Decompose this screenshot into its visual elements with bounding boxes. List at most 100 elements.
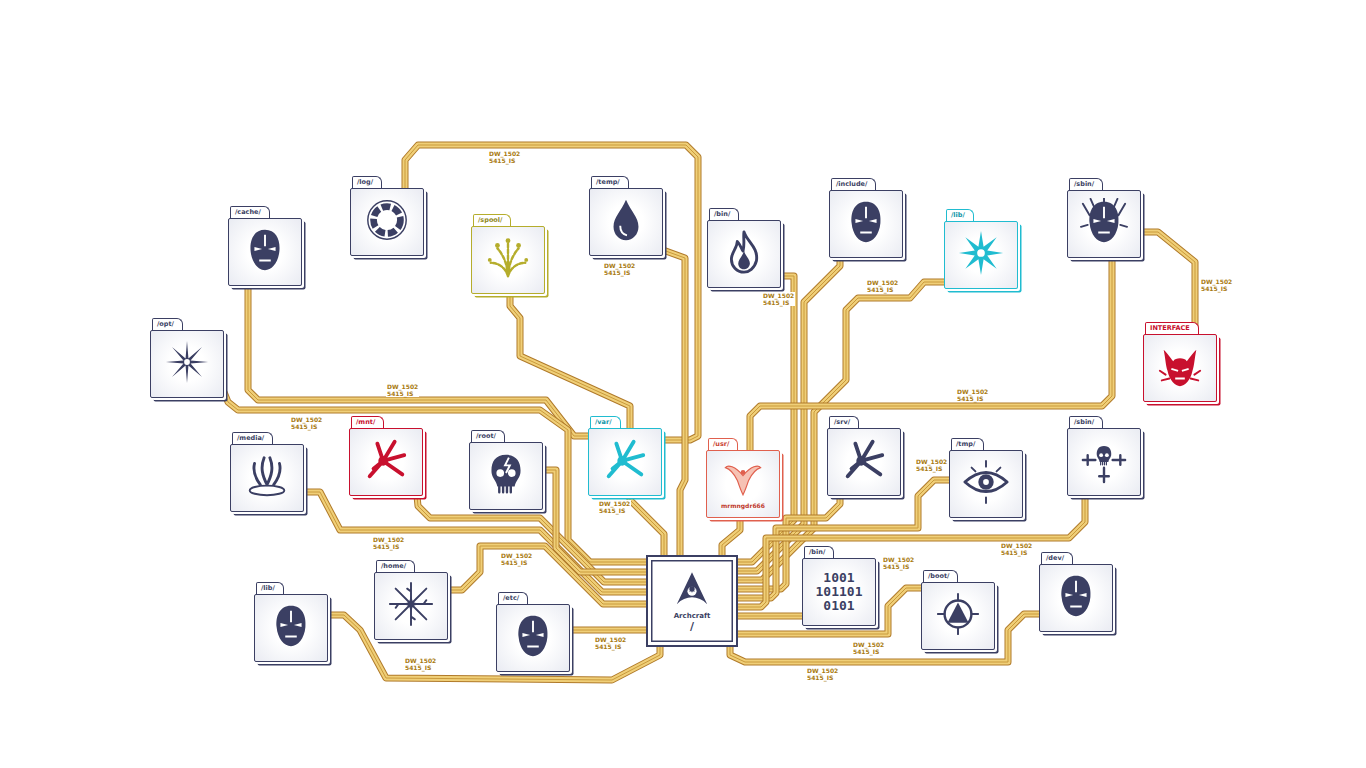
folder-icon-part [965, 472, 1007, 491]
arch-logo-part [677, 572, 707, 604]
folder-icon-part [738, 251, 750, 269]
folder-label: /opt/ [157, 320, 174, 328]
folder-icon [509, 612, 557, 664]
wire-label: DW_1502 5415_IS [1200, 278, 1233, 292]
folder-label: /mnt/ [356, 418, 375, 426]
folder-tab: /root/ [471, 430, 505, 442]
folder-tab: /lib/ [256, 582, 284, 594]
folder-icon-part [491, 244, 526, 277]
folder-body [707, 220, 781, 288]
wire-label: DW_1502 5415_IS [956, 388, 989, 402]
folder-label: /sbin/ [1074, 418, 1094, 426]
wire-strand [448, 546, 646, 604]
folder-icon-part [1097, 446, 1112, 462]
folder-label: /tmp/ [956, 440, 975, 448]
folder-node: /log/ [350, 176, 424, 256]
folder-node: /spool/ [471, 214, 545, 294]
folder-body [350, 188, 424, 256]
folder-icon-part [1093, 219, 1114, 223]
folder-icon-part [947, 602, 968, 622]
folder-icon-part [856, 456, 866, 466]
folder-tab: /var/ [590, 416, 621, 428]
folder-icon-part [1083, 455, 1125, 482]
folder-tab: /dev/ [1041, 552, 1073, 564]
folder-icon-part [938, 594, 978, 634]
folder-node: /opt/ [150, 318, 224, 398]
folder-body [230, 444, 304, 512]
wire-strand [405, 145, 698, 440]
folder-icon-part [254, 458, 280, 485]
folder-icon-part [374, 207, 401, 234]
wire-strand [750, 258, 1112, 450]
folder-node: /sbin/ [1067, 416, 1141, 496]
wire-strand [750, 258, 1112, 450]
wire-strand [750, 258, 1112, 450]
folder-label: /include/ [836, 180, 867, 188]
folder-body [254, 594, 328, 662]
folder-tab: /home/ [376, 560, 415, 572]
folder-label: /media/ [237, 434, 264, 442]
folder-body [1143, 334, 1217, 402]
folder-label: /var/ [595, 418, 612, 426]
folder-icon-part [254, 247, 275, 251]
folder-label: /etc/ [503, 594, 519, 602]
wire-strand [738, 614, 802, 619]
folder-icon-part [522, 633, 543, 637]
chip-path: / [690, 621, 694, 633]
folder-icon-part [609, 442, 644, 477]
folder-node: /lib/ [254, 582, 328, 662]
folder-icon-part [848, 442, 883, 477]
folder-icon-part [1105, 453, 1109, 457]
folder-body [471, 226, 545, 294]
folder-label: /dev/ [1046, 554, 1064, 562]
folder-icon-part [1081, 198, 1127, 227]
folder-body: 1001 101101 0101 [802, 558, 876, 626]
folder-body [588, 428, 662, 496]
folder-tab: /opt/ [152, 318, 183, 330]
folder-icon [1080, 198, 1128, 246]
wire-strand [630, 496, 664, 555]
wire-label: DW_1502 5415_IS [500, 552, 533, 566]
folder-icon [484, 234, 532, 286]
wire-bundle [570, 630, 646, 631]
wire-strand [630, 496, 664, 555]
folder-label: INTERFACE [1150, 324, 1190, 332]
folder-label: /root/ [476, 432, 496, 440]
folder-icon-part [166, 341, 208, 383]
folder-node: INTERFACE [1143, 322, 1217, 402]
folder-icon [1080, 198, 1128, 250]
folder-icon [482, 450, 530, 502]
folder-icon [602, 196, 650, 248]
folder-icon-part [617, 456, 627, 466]
wire-label: DW_1502 5415_IS [762, 292, 795, 306]
folder-node: /etc/ [496, 592, 570, 672]
wire-strand [630, 496, 664, 555]
folder-icon [1156, 342, 1204, 390]
folder-tab: /mnt/ [351, 416, 384, 428]
folder-icon-part [524, 258, 528, 262]
folder-icon-part [488, 258, 492, 262]
folder-tab: /cache/ [230, 206, 270, 218]
folder-icon [267, 602, 315, 650]
root-chip: Archcraft/ [646, 555, 738, 647]
folder-icon [934, 590, 982, 642]
wire-strand [663, 250, 685, 555]
folder-icon [602, 196, 650, 244]
folder-body [1067, 190, 1141, 258]
folder-icon [601, 436, 649, 484]
wire-bundle [630, 496, 664, 555]
folder-node: /home/ [374, 560, 448, 640]
folder-icon [363, 196, 411, 244]
wire-strand [1141, 232, 1195, 334]
folder-icon [934, 590, 982, 638]
folder-tab: /lib/ [946, 209, 974, 221]
folder-icon-part [370, 442, 405, 477]
folder-icon-part [983, 479, 989, 485]
folder-label: /home/ [381, 562, 406, 570]
wire-strand [663, 250, 685, 555]
folder-icon-part [518, 616, 547, 656]
wire-strand [570, 628, 646, 633]
folder-body [1067, 428, 1141, 496]
folder-icon-part [285, 611, 297, 637]
